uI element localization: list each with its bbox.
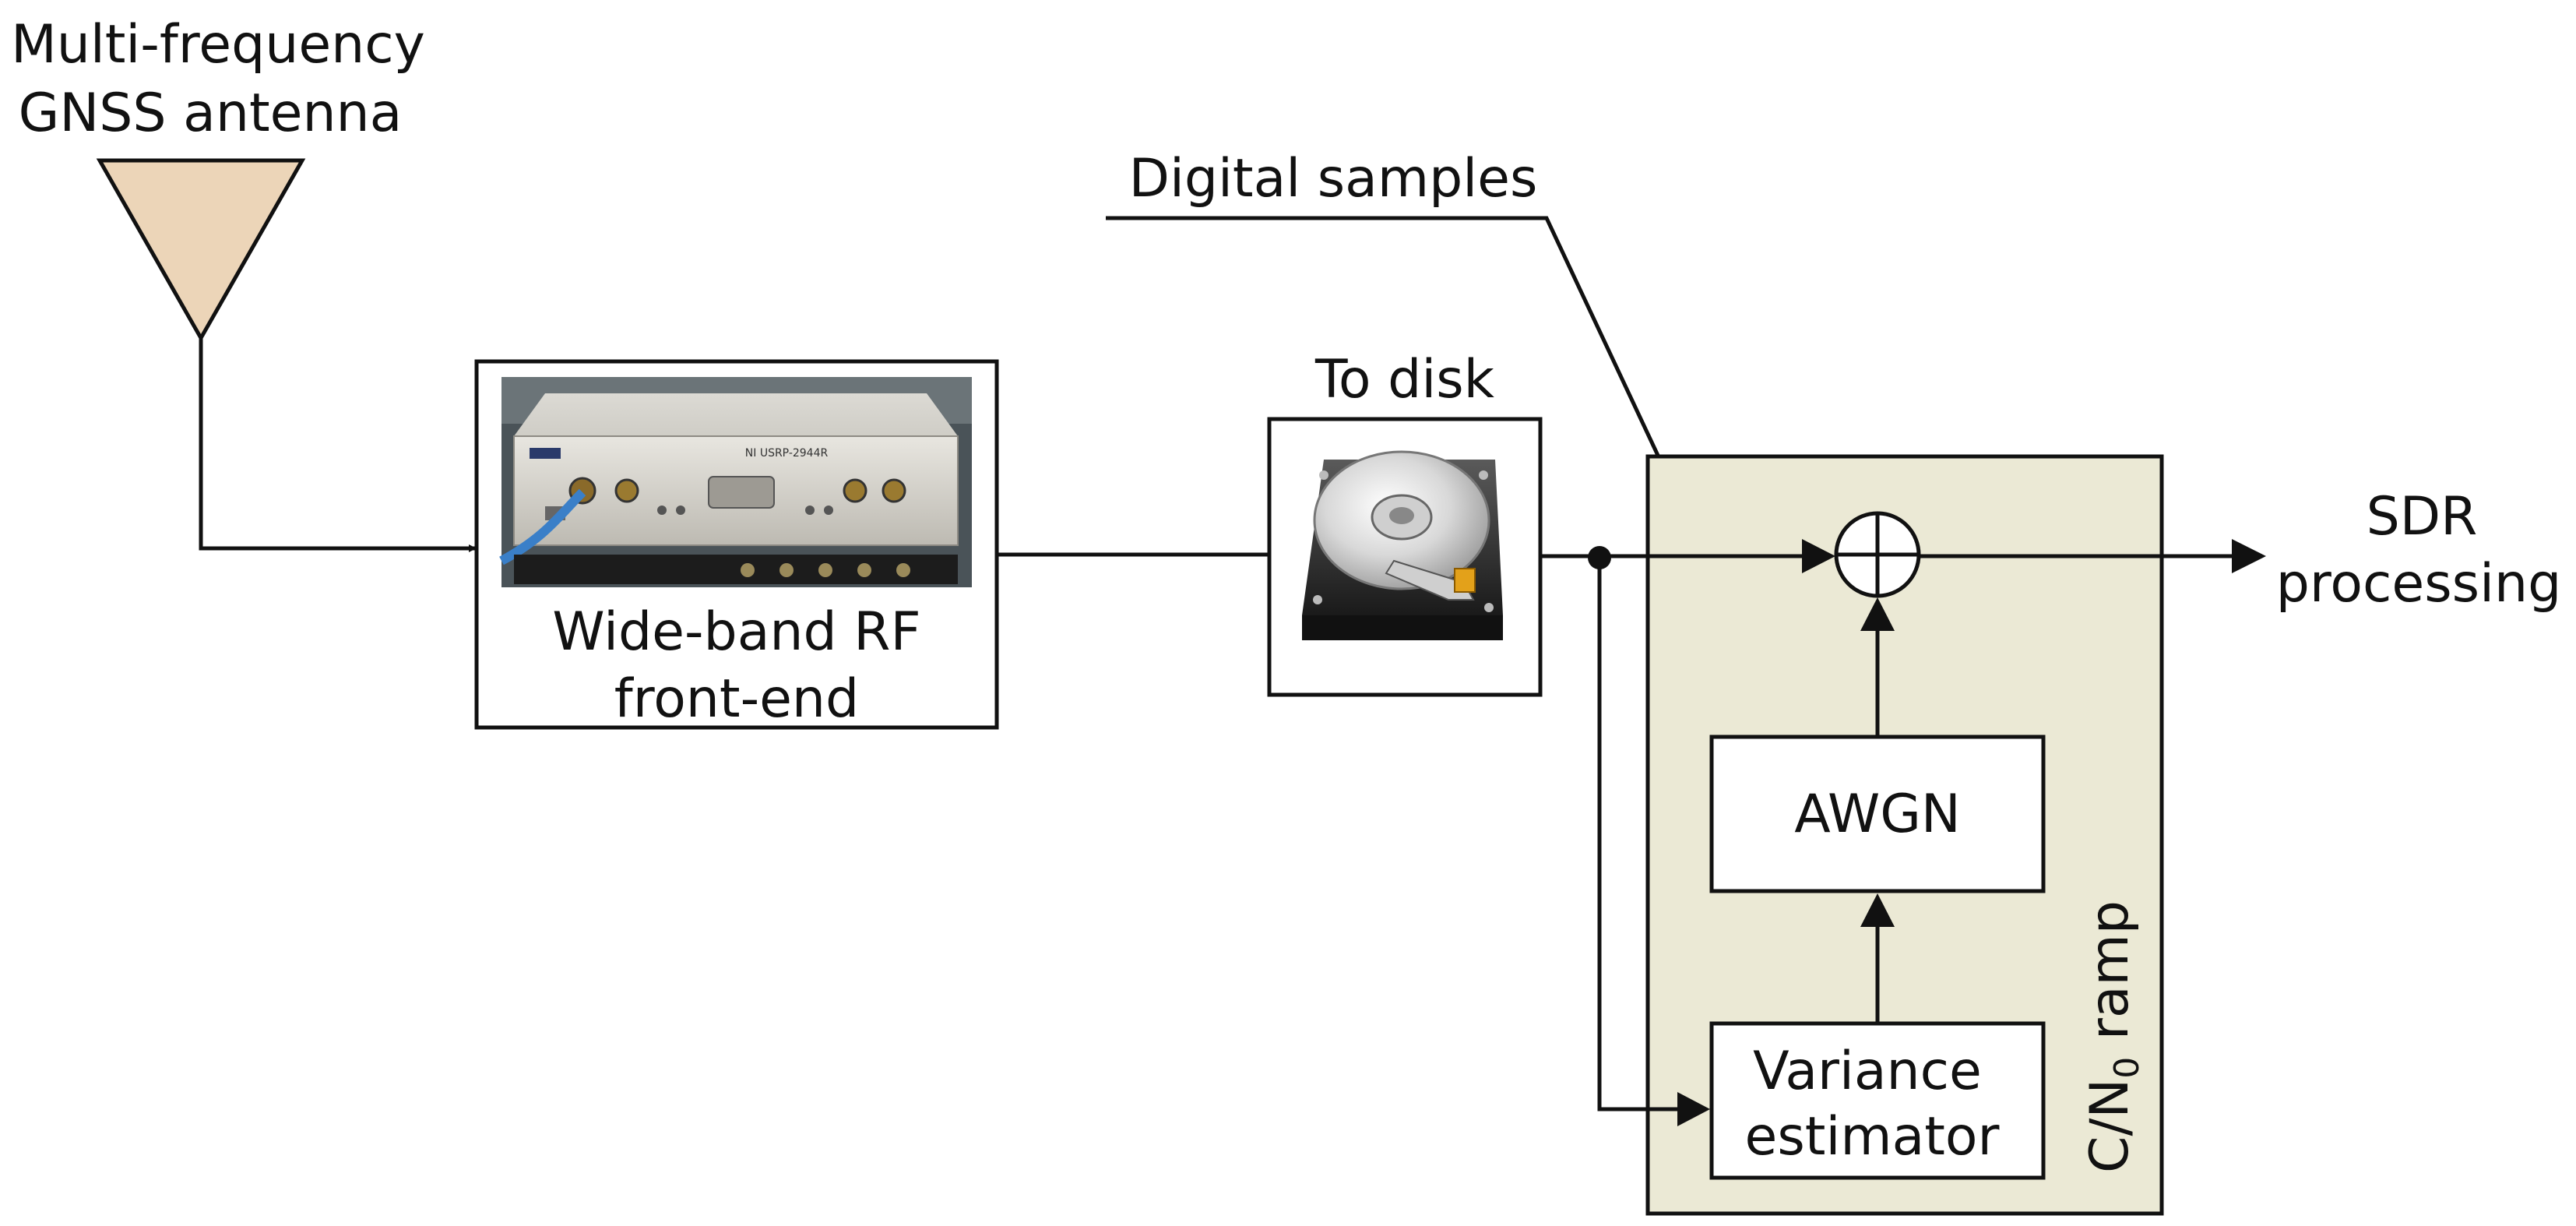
usrp-device-photo: NI USRP-2944R — [499, 377, 972, 587]
antenna-group: Multi-frequency GNSS antenna — [11, 14, 477, 552]
frontend-label-line2: front-end — [614, 668, 859, 730]
antenna-icon — [96, 158, 306, 343]
digital-samples-leader — [1106, 216, 1692, 525]
cn0-ramp-label: C/N0 ramp — [2079, 900, 2147, 1173]
branch-to-variance-line — [1597, 558, 1677, 1112]
disk-block: To disk — [1267, 349, 1543, 697]
antenna-label-line2: GNSS antenna — [19, 83, 403, 144]
antenna-to-frontend-connector — [199, 338, 477, 552]
disk-to-sum-arrowhead — [1802, 539, 1835, 573]
antenna-label-line1: Multi-frequency — [11, 14, 425, 76]
output-label-line2: processing — [2276, 553, 2561, 615]
awgn-label: AWGN — [1794, 784, 1961, 845]
branch-to-variance-arrowhead — [1677, 1092, 1710, 1126]
output-label-line1: SDR — [2367, 486, 2478, 548]
cn0-ramp-block: C/N0 ramp AWGN Variance estimator — [1645, 454, 2164, 1216]
cn0-label-suffix: ramp — [2079, 900, 2141, 1057]
hard-disk-drive-icon — [1302, 450, 1503, 640]
awgn-to-sum-arrowhead — [1860, 597, 1895, 631]
variance-label-line1: Variance — [1753, 1041, 1982, 1102]
awgn-box — [1709, 735, 2046, 893]
variance-label-line2: estimator — [1745, 1106, 2000, 1168]
sum-to-output-arrowhead — [2232, 539, 2266, 573]
rf-frontend-block: NI USRP-2944R Wide-band RF front-end — [474, 359, 999, 730]
cn0-label-sub: 0 — [2107, 1057, 2147, 1079]
variance-to-awgn-arrowhead — [1860, 893, 1895, 927]
digital-samples-label: Digital samples — [1129, 148, 1538, 210]
disk-title: To disk — [1314, 349, 1495, 410]
device-model-text: NI USRP-2944R — [745, 447, 829, 460]
cn0-label-prefix: C/N — [2079, 1079, 2141, 1173]
frontend-label-line1: Wide-band RF — [552, 601, 920, 663]
